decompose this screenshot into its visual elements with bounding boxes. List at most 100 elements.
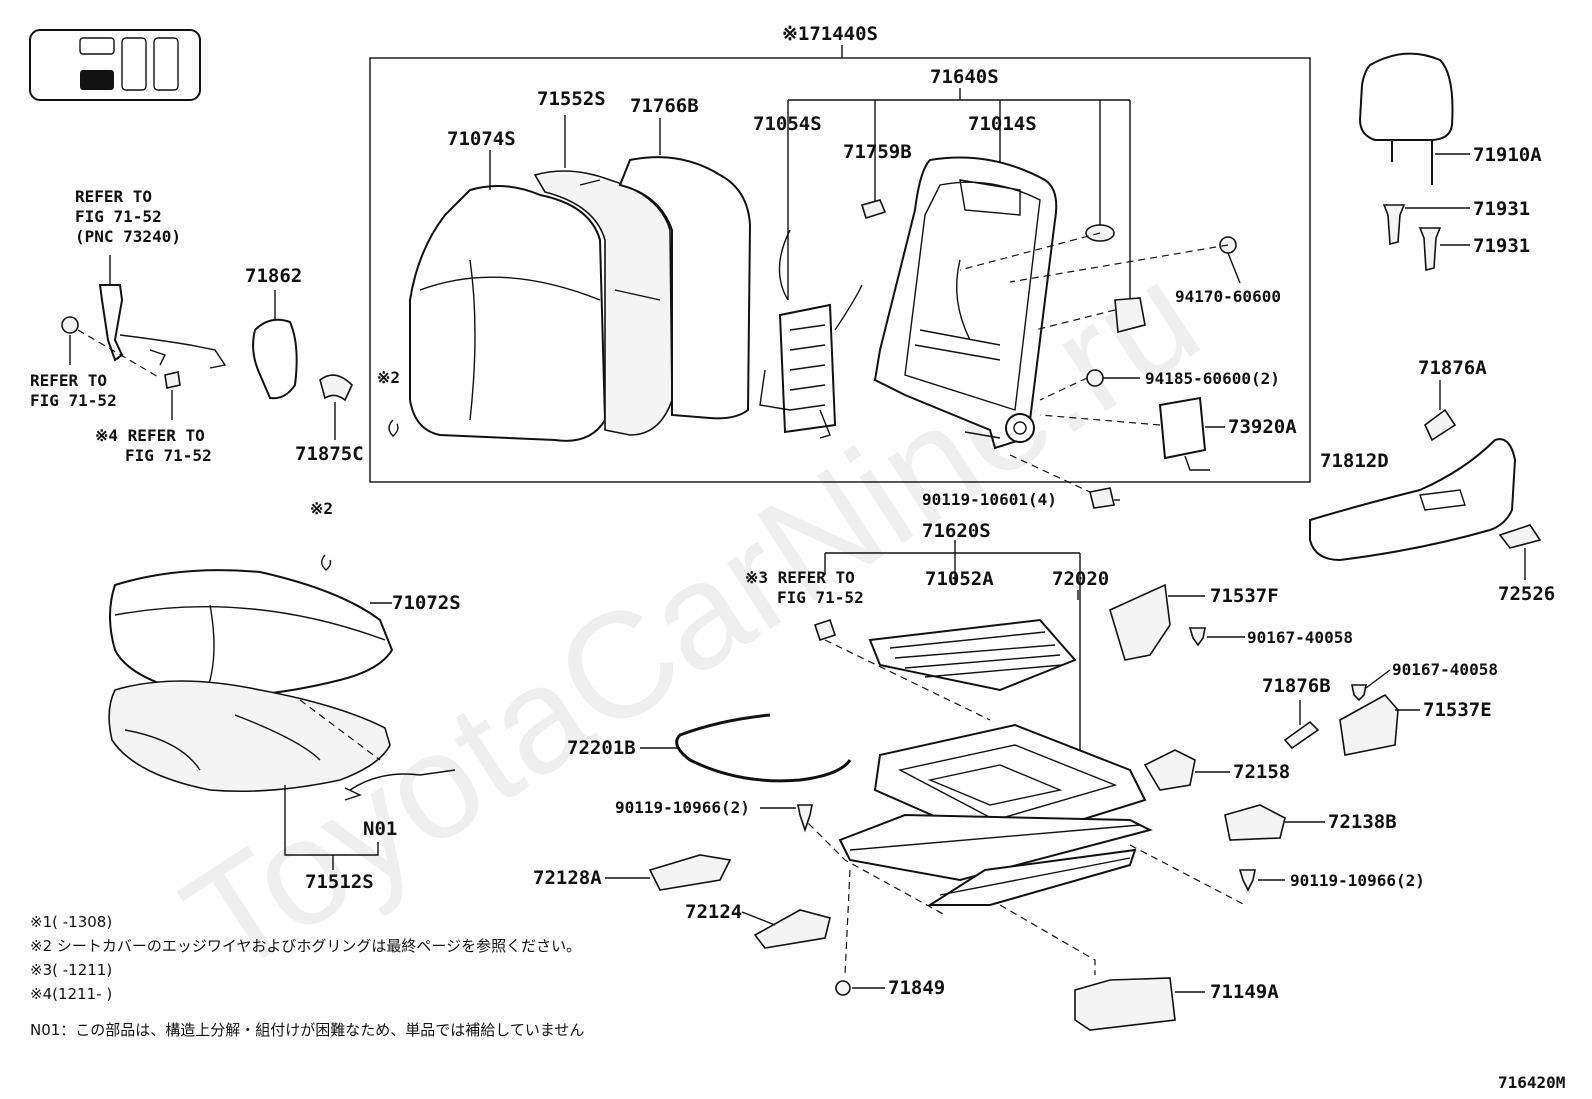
- label-72158: 72158: [1233, 761, 1290, 783]
- bolt-90119-10966-icon-2: [1238, 869, 1256, 892]
- label-71876b: 71876B: [1262, 675, 1331, 697]
- label-71074s: 71074S: [447, 128, 516, 150]
- label-71876a: 71876A: [1418, 357, 1487, 379]
- label-71440s: ※171440S: [782, 23, 878, 45]
- refer-buckle-line1: REFER TO: [75, 187, 152, 206]
- label-71537e: 71537E: [1423, 699, 1492, 721]
- refer-left-line2: FIG 71-52: [30, 391, 117, 410]
- position-indicator-icon: [29, 29, 201, 101]
- spring-mat-71052a: [868, 618, 1077, 692]
- cover-71862: [252, 318, 298, 400]
- cover-72124: [753, 909, 831, 949]
- refer-mark4-line2: FIG 71-52: [125, 446, 212, 465]
- refer-buckle-line2: FIG 71-52: [75, 207, 162, 226]
- label-71812d: 71812D: [1320, 450, 1389, 472]
- bracket-72158: [1143, 749, 1196, 791]
- seatback-cover-71074s: [409, 185, 607, 442]
- label-72124: 72124: [685, 901, 742, 923]
- label-72128a: 72128A: [533, 867, 602, 889]
- bolt-90167-icon-2: [1351, 684, 1367, 702]
- label-73920a: 73920A: [1228, 416, 1297, 438]
- cover-72526: [1498, 524, 1542, 549]
- clip-icon-3: [813, 618, 837, 642]
- label-71849: 71849: [888, 977, 945, 999]
- note-2: ※2 シートカバーのエッジワイヤおよびホグリングは最終ページを参照ください。: [30, 937, 581, 955]
- label-90119-10966-b: 90119-10966(2): [1290, 871, 1425, 890]
- cover-71537e: [1339, 693, 1399, 756]
- label-71537f: 71537F: [1210, 585, 1279, 607]
- headrest-71910a: [1358, 52, 1454, 185]
- cover-71537f: [1109, 583, 1171, 661]
- label-71931-b: 71931: [1473, 235, 1530, 257]
- label-71512s: 71512S: [305, 871, 374, 893]
- bracket-72138b: [1224, 804, 1286, 841]
- label-94185-60600: 94185-60600(2): [1145, 369, 1280, 388]
- label-71072s: 71072S: [392, 592, 461, 614]
- label-90167-40058-b: 90167-40058: [1392, 660, 1498, 679]
- seat-heater-n01: [349, 769, 456, 791]
- label-71052a: 71052A: [925, 568, 994, 590]
- cover-71875c: [319, 374, 353, 402]
- label-71620s: 71620S: [922, 520, 991, 542]
- label-71931-a: 71931: [1473, 198, 1530, 220]
- seatback-cover-71766b: [618, 156, 752, 420]
- label-71875c: 71875C: [295, 443, 364, 465]
- label-71766b: 71766B: [630, 95, 699, 117]
- refer-mark4-line1: ※4 REFER TO: [95, 426, 205, 445]
- bolt-90119-10966-icon: [797, 804, 813, 833]
- hog-ring-icon: [388, 419, 399, 437]
- wire-72201b: [675, 713, 852, 783]
- mark-2-a: ※2: [377, 368, 400, 387]
- seatbelt-buckle-icon: [61, 284, 227, 369]
- cover-71149a: [1074, 977, 1176, 1031]
- refer-left-line1: REFER TO: [30, 371, 107, 390]
- label-90119-10966-a: 90119-10966(2): [615, 798, 750, 817]
- refer-buckle-line3: (PNC 73240): [75, 227, 181, 246]
- headrest-support-71931: [1382, 204, 1442, 272]
- note-3: ※3( -1211): [30, 961, 112, 979]
- side-shield-71812d: [1309, 438, 1517, 562]
- clip-71849-icon: [835, 980, 851, 996]
- refer-mark3-line1: ※3 REFER TO: [745, 568, 855, 587]
- hog-ring-icon-2: [321, 554, 332, 571]
- lumbar-support-71054s: [759, 229, 863, 439]
- label-71014s: 71014S: [968, 113, 1037, 135]
- note-n01: N01：この部品は、構造上分解・組付けが困難なため、単品では補給していません: [30, 1021, 584, 1039]
- label-72526: 72526: [1498, 583, 1555, 605]
- label-90167-40058-a: 90167-40058: [1247, 628, 1353, 647]
- cover-72128a: [648, 854, 732, 891]
- seat-cushion-cover-71072s: [109, 569, 394, 697]
- note-4: ※4(1211- ): [30, 985, 112, 1003]
- label-71910a: 71910A: [1473, 144, 1542, 166]
- label-90119-10601: 90119-10601(4): [922, 490, 1057, 509]
- label-72138b: 72138B: [1328, 811, 1397, 833]
- seat-cushion-pad-71512s: [108, 680, 391, 793]
- refer-mark3-line2: FIG 71-52: [777, 588, 864, 607]
- seatback-group-frame: [369, 57, 1311, 483]
- clip-plate-icon: [1114, 297, 1146, 334]
- label-72020: 72020: [1052, 568, 1109, 590]
- note-1: ※1( -1308): [30, 913, 112, 931]
- label-72201b: 72201B: [567, 737, 636, 759]
- label-71054s: 71054S: [753, 113, 822, 135]
- cover-71876b: [1283, 720, 1320, 750]
- label-71759b: 71759B: [843, 141, 912, 163]
- seat-track-icon: [838, 813, 1153, 906]
- clip-icon-2: [164, 371, 181, 389]
- bolt-90167-icon: [1188, 627, 1206, 647]
- label-71640s: 71640S: [930, 66, 999, 88]
- airbag-module-73920a: [1158, 396, 1207, 460]
- label-94170-60600: 94170-60600: [1175, 287, 1281, 306]
- cover-71876a: [1424, 408, 1457, 442]
- figure-code: 716420M: [1498, 1073, 1565, 1092]
- clip-71759b: [860, 199, 887, 220]
- label-n01: N01: [363, 818, 397, 840]
- bolt-90119-10601-icon: [1089, 487, 1115, 509]
- label-71552s: 71552S: [537, 88, 606, 110]
- nut-94185-icon: [1086, 369, 1104, 387]
- mark-2-b: ※2: [310, 499, 333, 518]
- label-71862: 71862: [245, 265, 302, 287]
- seatback-frame-71014s: [873, 156, 1058, 450]
- label-71149a: 71149A: [1210, 981, 1279, 1003]
